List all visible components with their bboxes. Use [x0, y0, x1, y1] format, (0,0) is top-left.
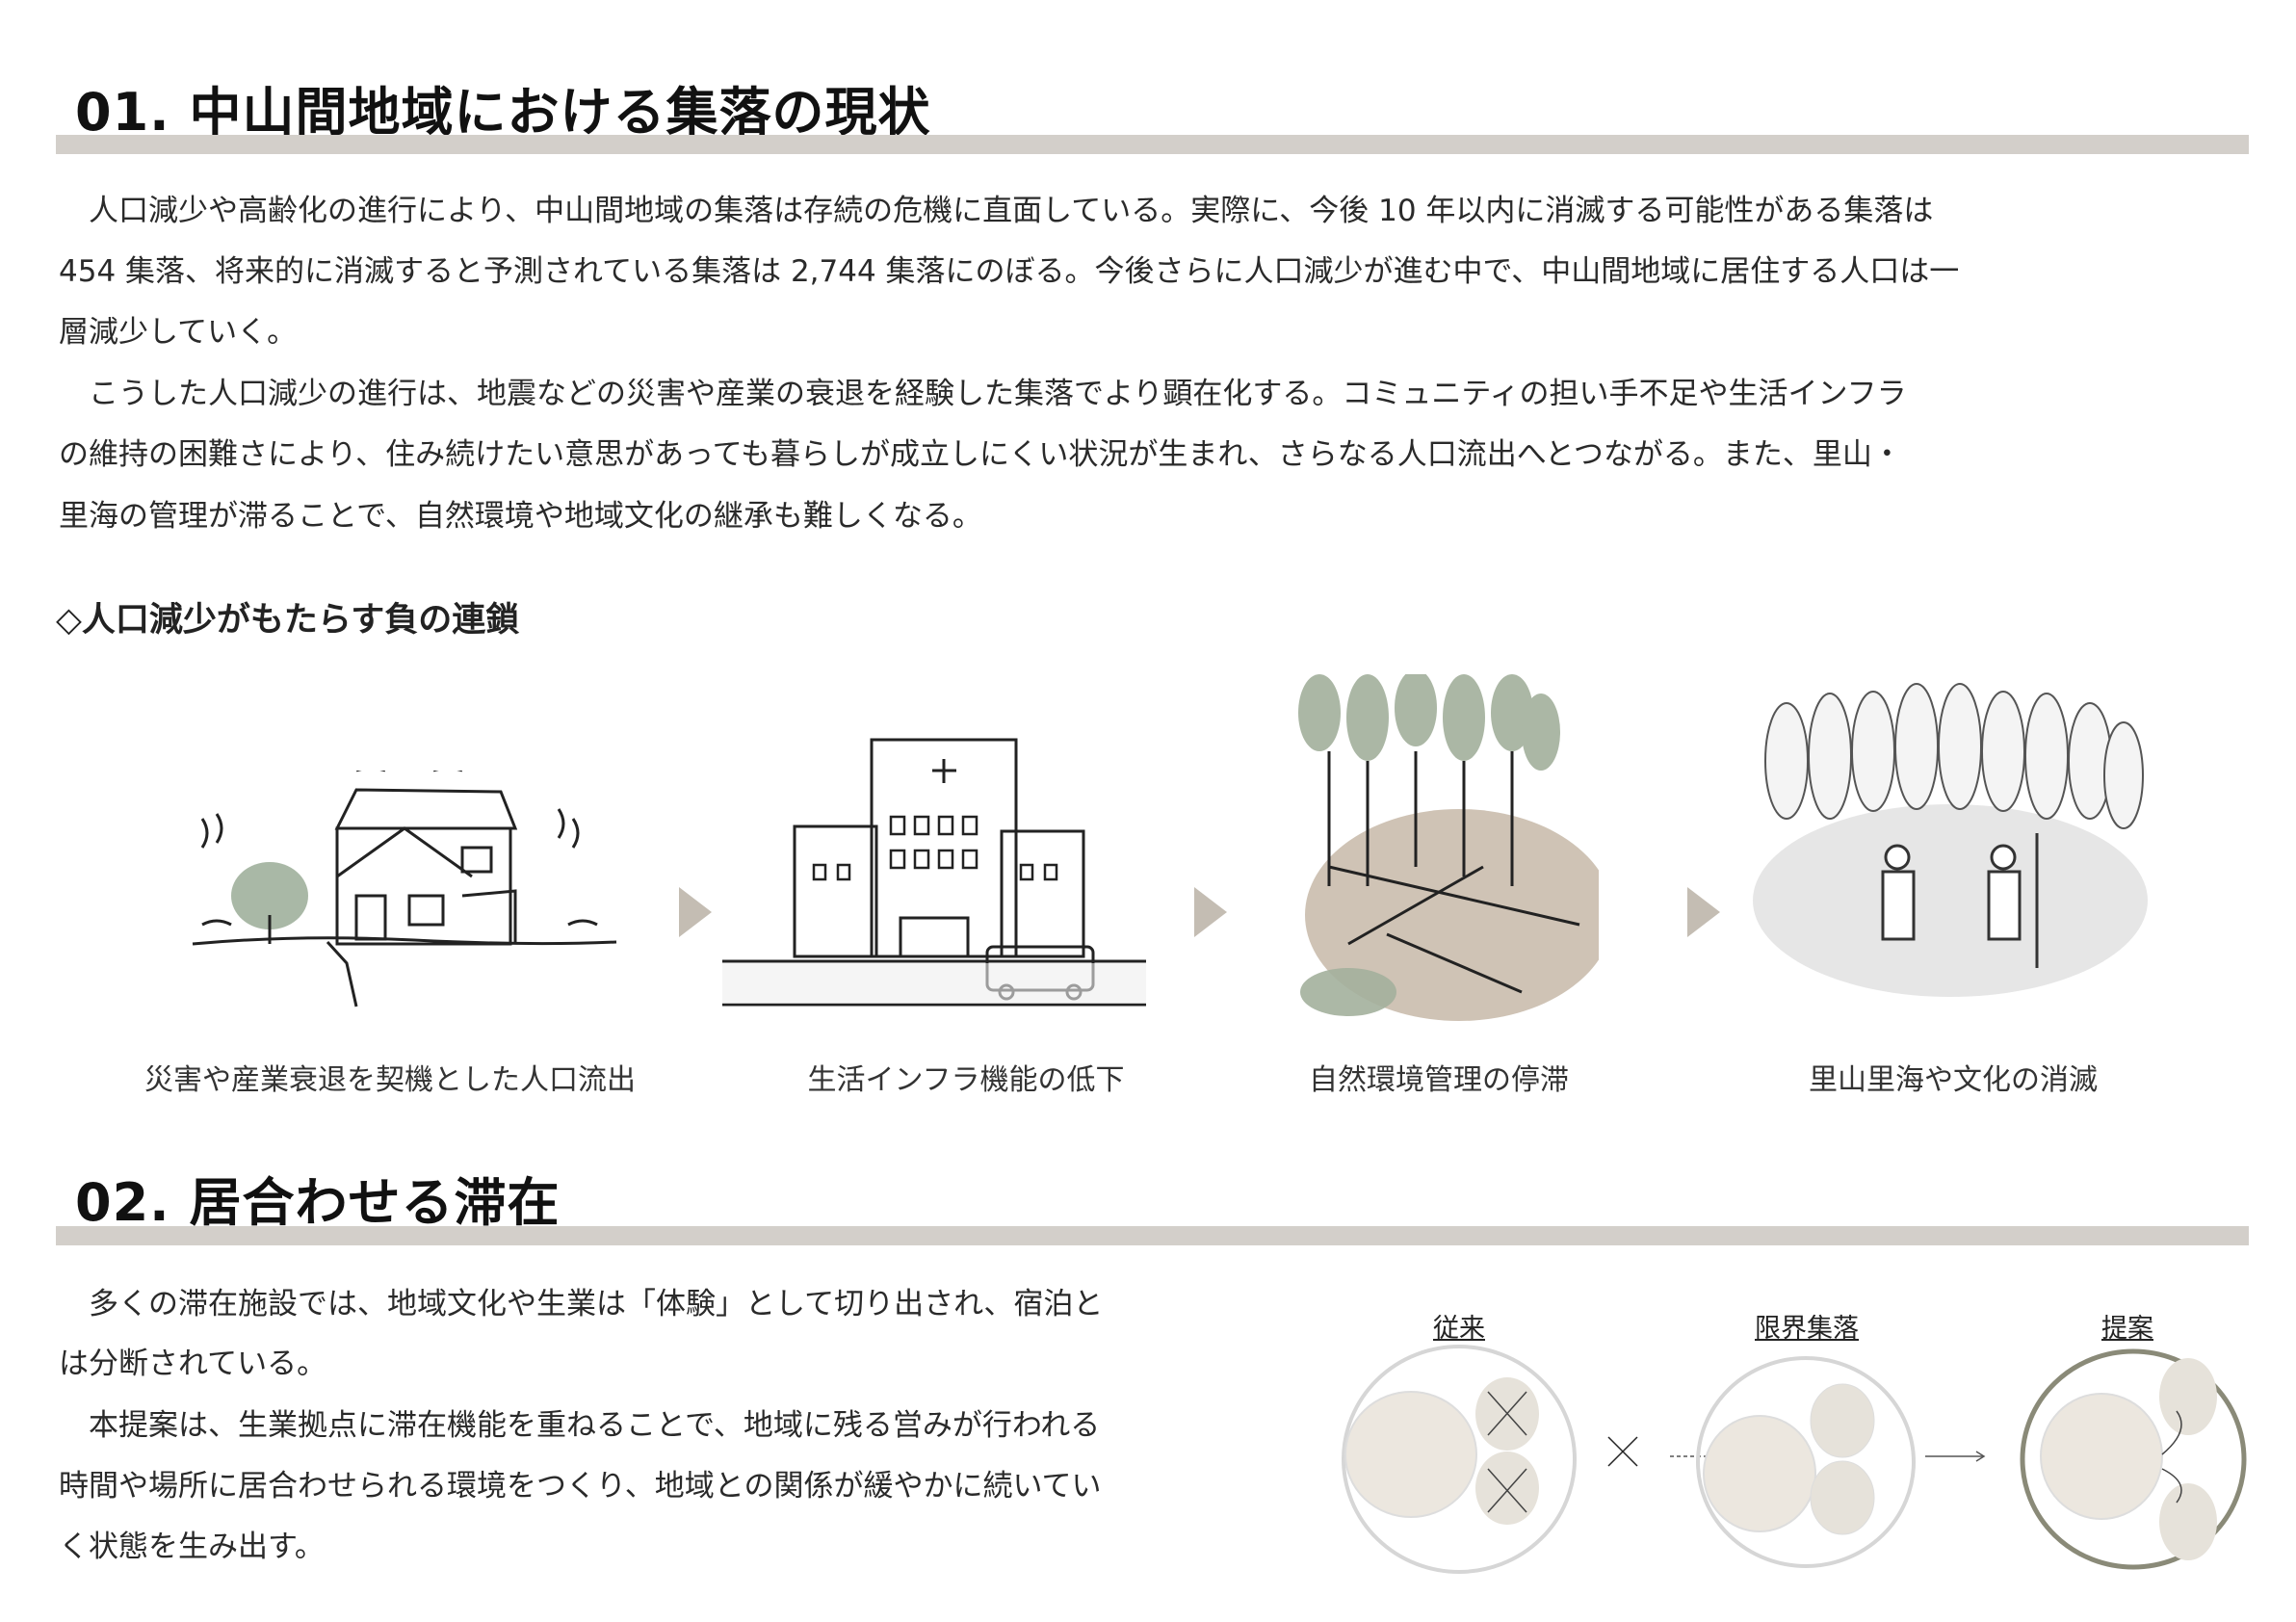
section1-divider — [56, 135, 2249, 154]
text-line: の維持の困難さにより、住み続けたい意思があっても暮らしが成立しにくい状況が生まれ… — [59, 437, 1902, 472]
text-line: く状態を生み出す。 — [59, 1530, 325, 1564]
text-line: 層減少していく。 — [59, 315, 298, 350]
chain-caption: 自然環境管理の停滞 — [1309, 1063, 1569, 1097]
text-line: 454 集落、将来的に消滅すると予測されている集落は 2,744 集落にのぼる。… — [59, 254, 1960, 289]
farmers-forest-icon — [1753, 683, 2148, 997]
settlement-diagram — [1342, 1345, 2247, 1574]
diagram-label-marginal-village: 限界集落 — [1755, 1314, 1859, 1344]
chain-subheading: ◇人口減少がもたらす負の連鎖 — [56, 601, 520, 640]
diagram-label-proposal: 提案 — [2101, 1314, 2153, 1344]
diagram-label-conventional: 従来 — [1433, 1314, 1485, 1344]
text-line: 時間や場所に居合わせられる環境をつくり、地域との関係が緩やかに続いてい — [59, 1469, 1102, 1504]
chain-arrow-icon — [1687, 887, 1720, 937]
chain-arrow-icon — [1194, 887, 1227, 937]
section1-title: 01. 中山間地域における集落の現状 — [75, 82, 931, 143]
text-line: 多くの滞在施設では、地域文化や生業は「体験」として切り出され、宿泊と — [59, 1287, 1104, 1321]
chain-caption: 生活インフラ機能の低下 — [807, 1063, 1125, 1097]
earthquake-house-icon — [192, 771, 617, 1007]
text-line: こうした人口減少の進行は、地震などの災害や産業の衰退を経験した集落でより顕在化す… — [59, 377, 1907, 411]
text-line: 人口減少や高齢化の進行により、中山間地域の集落は存続の危機に直面している。実際に… — [59, 194, 1934, 228]
text-line: 本提案は、生業拠点に滞在機能を重ねることで、地域に残る営みが行われる — [59, 1408, 1101, 1443]
chain-caption: 災害や産業衰退を契機とした人口流出 — [144, 1063, 636, 1097]
fallen-forest-icon — [1298, 674, 1599, 1021]
chain-caption: 里山里海や文化の消滅 — [1809, 1063, 2098, 1097]
text-line: 里海の管理が滞ることで、自然環境や地域文化の継承も難しくなる。 — [59, 499, 982, 534]
section2-title: 02. 居合わせる滞在 — [75, 1172, 561, 1233]
chain-arrow-icon — [679, 887, 712, 937]
text-line: は分断されている。 — [59, 1347, 327, 1381]
section2-divider — [56, 1226, 2249, 1245]
hospital-buildings-icon — [722, 738, 1146, 1007]
